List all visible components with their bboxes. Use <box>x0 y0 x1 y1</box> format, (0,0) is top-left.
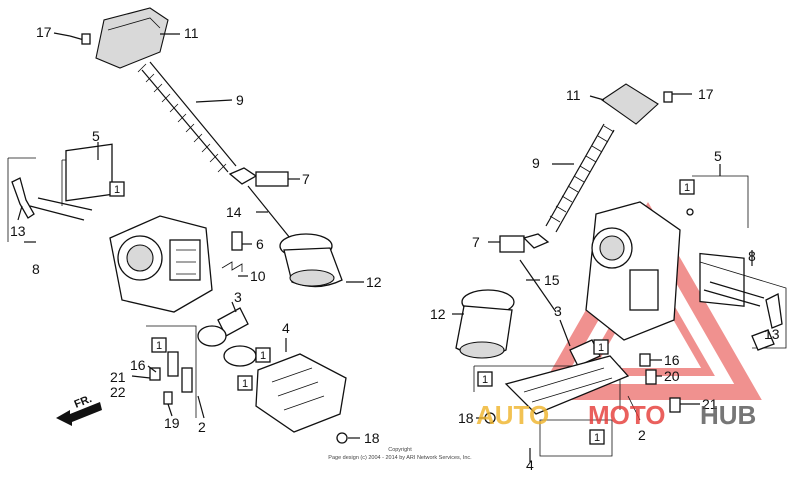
watermark-moto: MOTO <box>588 400 666 430</box>
callout-12-right: 12 <box>430 306 446 322</box>
callout-9-left: 9 <box>236 92 244 108</box>
callout-11-left: 11 <box>184 25 199 41</box>
callout-10-left: 10 <box>250 268 266 284</box>
callout-4-right: 4 <box>526 457 534 473</box>
callout-6-left: 6 <box>256 236 264 252</box>
callout-19-left: 19 <box>164 415 180 431</box>
callout-18-left: 18 <box>364 430 380 446</box>
arrow-left-icon <box>56 402 102 426</box>
right-assembly <box>452 83 787 462</box>
callout-20-right: 20 <box>664 368 680 384</box>
callout-21-right: 21 <box>702 396 718 412</box>
callout-4-left: 4 <box>282 320 290 336</box>
callout-13-left: 13 <box>10 223 26 239</box>
callout-16-right: 16 <box>664 352 680 368</box>
watermark-hub: HUB <box>700 400 756 430</box>
box-1-float-left: 1 <box>242 378 248 390</box>
spring-left <box>137 61 237 173</box>
carburetor-body-left <box>109 215 213 313</box>
callout-17-left: 17 <box>36 24 52 40</box>
callout-13-right: 13 <box>764 326 780 342</box>
callout-12-left: 12 <box>366 274 382 290</box>
copyright-line-2: Page design (c) 2004 - 2014 by ARI Netwo… <box>328 455 472 461</box>
left-assembly: FR. <box>7 7 364 444</box>
watermark-auto: AUTO <box>476 400 549 430</box>
callout-7-right: 7 <box>472 234 480 250</box>
callout-21-left: 21 <box>110 369 126 385</box>
callout-15-right: 15 <box>544 272 560 288</box>
copyright-block: Copyright Page design (c) 2004 - 2014 by… <box>328 447 472 461</box>
callout-18-right: 18 <box>458 410 474 426</box>
box-1-plate-right: 1 <box>594 432 600 444</box>
callout-7-left: 7 <box>302 171 310 187</box>
callout-3-left: 3 <box>234 289 242 305</box>
copyright-line-1: Copyright <box>388 447 412 453</box>
callout-8-right: 8 <box>748 248 756 264</box>
carburetor-body-right <box>585 201 681 341</box>
callout-3-right: 3 <box>554 303 562 319</box>
callout-14-left: 14 <box>226 204 242 220</box>
callout-16-left: 16 <box>130 357 146 373</box>
callout-11-right: 11 <box>566 87 581 103</box>
box-1-pilot-left: 1 <box>156 340 162 352</box>
watermark-text: AUTO MOTO HUB <box>476 400 756 430</box>
spring-right <box>545 123 615 233</box>
callout-2-left: 2 <box>198 419 206 435</box>
float-bowl-left <box>255 338 347 433</box>
box-1-upper-left: 1 <box>114 184 120 196</box>
callout-labels: 17 11 9 5 1 7 14 13 6 8 10 12 3 4 1 1 16… <box>10 24 780 473</box>
callout-2-right: 2 <box>638 427 646 443</box>
box-1-upper-right: 1 <box>684 182 690 194</box>
callout-22-left: 22 <box>110 384 126 400</box>
front-direction-arrow: FR. <box>56 393 102 426</box>
callout-8-left: 8 <box>32 261 40 277</box>
callout-9-right: 9 <box>532 155 540 171</box>
callout-17-right: 17 <box>698 86 714 102</box>
box-1-gasket-right: 1 <box>598 342 604 354</box>
float-bowl-right <box>473 355 630 462</box>
callout-5-right: 5 <box>714 148 722 164</box>
box-1-bowl-left: 1 <box>260 350 266 362</box>
box-1-bowl-right: 1 <box>482 374 488 386</box>
callout-5-left: 5 <box>92 128 100 144</box>
